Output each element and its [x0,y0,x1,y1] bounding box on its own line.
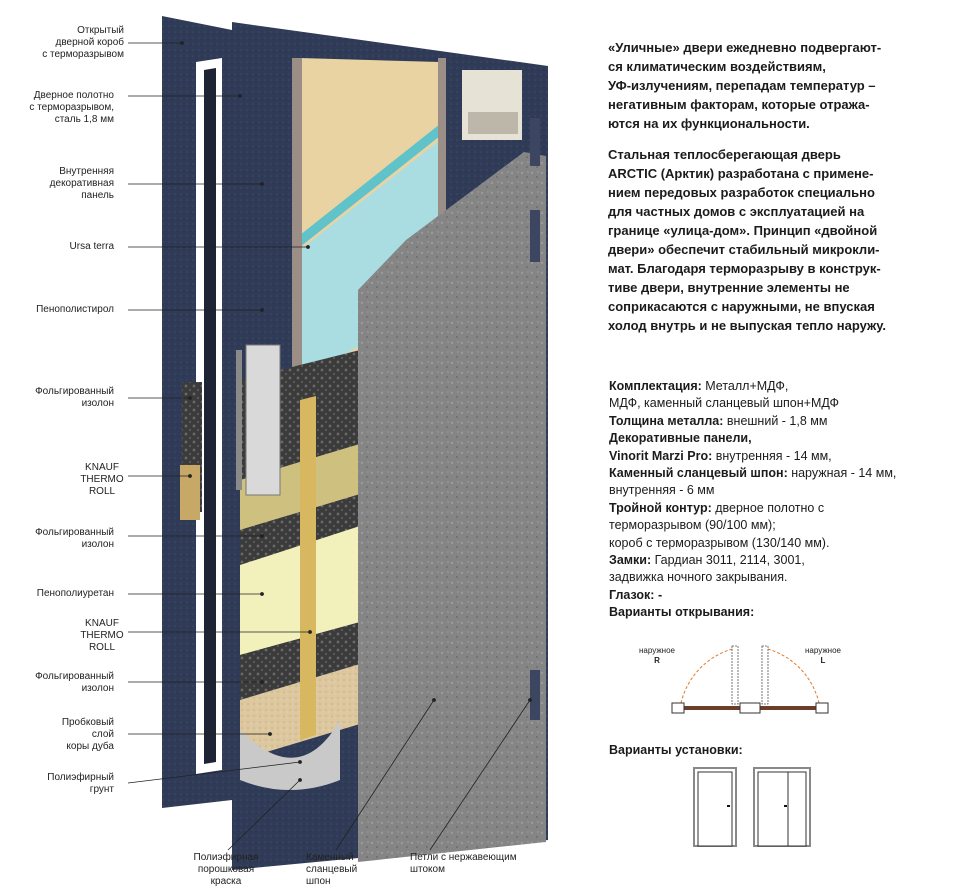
swing-arc-left [763,647,821,709]
spec-value: МДФ, каменный сланцевый шпон+МДФ [609,396,840,411]
spec-label: Тройной контур: [609,500,712,515]
callout-primer: Полиэфирный грунт [47,772,114,795]
callout-polystyrene: Пенополистирол [36,304,114,315]
spec-label: Комплектация: [609,379,702,393]
installation-title: Варианты установки: [609,743,743,757]
spec-value: внутренняя - 14 мм, [712,448,832,463]
installation-single-door-icon [693,767,737,847]
spec-value: наружная - 14 мм, [787,466,897,481]
spec-value: Металл+МДФ, [701,379,789,393]
specs-block: Комплектация: Металл+МДФ, МДФ, каменный … [609,378,954,622]
callout-open-frame: Открытый дверной короб с терморазрывом [42,25,124,60]
opening-label-left-line2: L [820,656,826,665]
spec-value: Гардиан 3011, 2114, 3001, [651,553,805,568]
spec-label: Каменный сланцевый шпон: [609,466,788,481]
intro-paragraph-1: «Уличные» двери ежедневно подвергают- ся… [608,40,882,131]
spec-value: дверное полотно с [711,500,825,515]
callout-inner-panel: Внутренняя декоративная панель [49,166,114,201]
callout-powder-paint: Полиэфирная порошковая краска [193,852,259,887]
spec-value: короб с терморазрывом (130/140 мм). [609,535,830,550]
spec-label: Глазок: - [609,587,663,602]
intro-paragraph-2: Стальная теплосберегающая дверь ARCTIC (… [608,147,886,333]
callout-stone-veneer: Каменный сланцевый шпон [306,852,358,887]
spec-label: Vinorit Marzi Pro: [609,448,713,463]
open-leaf-left [761,645,769,705]
callout-foil-izolon-2: Фольгированный изолон [35,527,114,550]
callout-knauf-2: KNAUF THERMO ROLL [80,618,124,653]
spec-label: Толщина металла: [609,413,724,428]
opening-diagram [671,645,829,714]
opening-label-right-line1: наружное [639,646,675,655]
spec-value: внутренняя - 6 мм [609,483,715,498]
spec-label: Декоративные панели, [609,431,752,446]
open-leaf-right [731,645,739,705]
spec-value: внешний - 1,8 мм [723,413,828,428]
installation-double-door-icon [753,767,811,847]
callout-hinges: Петли с нержавеющим штоком [410,852,517,875]
callout-foil-izolon-3: Фольгированный изолон [35,671,114,694]
swing-arc-right [679,647,737,709]
opening-label-left-line1: наружное [805,646,841,655]
opening-label-right: наружное R [632,646,682,666]
callout-cork-layer: Пробковый слой коры дуба [61,717,114,752]
spec-label: Замки: [609,553,652,568]
opening-label-left: наружное L [798,646,848,666]
stone-veneer [358,152,546,862]
door-sill-left [680,706,740,710]
callout-foil-izolon-1: Фольгированный изолон [35,386,114,409]
door-sill-right [760,706,820,710]
callout-polyurethane: Пенополиуретан [36,588,114,599]
spec-value: задвижка ночного закрывания. [609,570,788,585]
spec-label: Варианты открывания: [609,605,755,620]
callout-door-leaf: Дверное полотно с терморазрывом, сталь 1… [29,90,114,125]
callout-knauf-1: KNAUF THERMO ROLL [80,462,124,497]
opening-label-right-line2: R [654,656,660,665]
spec-value: терморазрывом (90/100 мм); [609,518,776,533]
callout-ursa-terra: Ursa terra [69,241,114,252]
